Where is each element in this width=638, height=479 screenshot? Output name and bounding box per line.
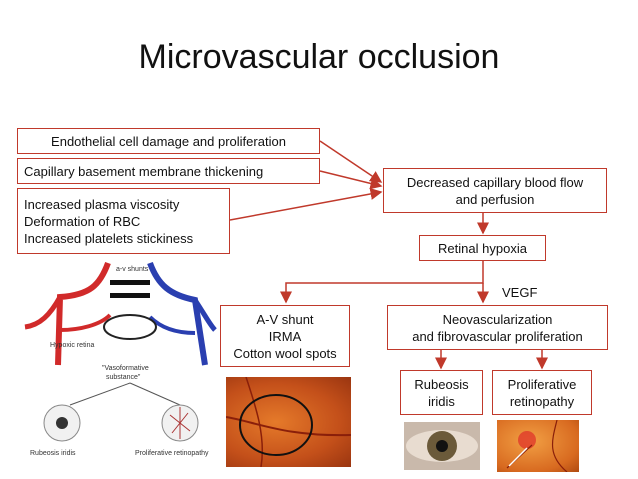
slide-title: Microvascular occlusion — [138, 38, 500, 76]
hypoxic-retina-label: Hypoxic retina — [50, 342, 94, 349]
cotton-wool-line: Cotton wool spots — [233, 345, 337, 361]
irma-line: IRMA — [268, 328, 302, 344]
av-shunt-line: A-V shunt — [256, 311, 314, 327]
retinal-hypoxia-box: Retinal hypoxia — [419, 235, 546, 261]
rubeosis-illustration-label: Rubeosis iridis — [30, 450, 76, 457]
arrow-membrane-to-flow — [319, 170, 383, 190]
arrow-hypoxia-to-av — [280, 261, 484, 304]
neovascularization-line-2: and fibrovascular proliferation — [412, 328, 583, 344]
proliferative-line-2: retinopathy — [509, 393, 575, 409]
proliferative-illustration-label: Proliferative retinopathy — [135, 450, 209, 457]
iris-photo — [404, 422, 480, 470]
retinopathy-photo-overlay — [506, 420, 568, 472]
rubeosis-line-2: iridis — [428, 393, 455, 409]
proliferative-box: Proliferative retinopathy — [492, 370, 592, 415]
av-shunt-box: A-V shunt IRMA Cotton wool spots — [220, 305, 350, 367]
platelet-stickiness-line: Increased platelets stickiness — [24, 230, 194, 246]
capillary-membrane-text: Capillary basement membrane thickening — [24, 163, 264, 179]
neovascularization-line-1: Neovascularization — [442, 311, 553, 327]
decreased-flow-line-1: Decreased capillary blood flow — [406, 174, 584, 190]
neovascularization-box: Neovascularization and fibrovascular pro… — [387, 305, 608, 350]
vasoformative-label-2: substance" — [106, 374, 141, 381]
iris-photo-overlay — [406, 430, 478, 462]
plasma-viscosity-line: Increased plasma viscosity — [24, 196, 180, 212]
plasma-viscosity-box: Increased plasma viscosity Deformation o… — [17, 188, 230, 254]
rubeosis-line-1: Rubeosis — [414, 376, 469, 392]
arrow-endothelial-to-flow — [319, 140, 383, 183]
vasoformative-label-1: "Vasoformative — [102, 365, 149, 372]
proliferative-line-1: Proliferative — [507, 376, 577, 392]
retinopathy-photo — [497, 420, 579, 472]
fundus-photo — [226, 377, 351, 467]
endothelial-damage-text: Endothelial cell damage and proliferatio… — [51, 133, 286, 149]
capillary-membrane-box: Capillary basement membrane thickening — [17, 158, 320, 184]
vegf-label: VEGF — [502, 285, 538, 300]
decreased-flow-line-2: and perfusion — [455, 191, 535, 207]
fundus-photo-overlay — [226, 377, 351, 467]
decreased-flow-box: Decreased capillary blood flow and perfu… — [383, 168, 607, 213]
vessel-illustration: a-v shunts Hypoxic retina "Vasoformative… — [24, 261, 217, 457]
rubeosis-box: Rubeosis iridis — [400, 370, 483, 415]
arrow-plasma-to-flow — [229, 188, 383, 221]
rbc-deformation-line: Deformation of RBC — [24, 213, 141, 229]
retinal-hypoxia-text: Retinal hypoxia — [438, 240, 527, 256]
endothelial-damage-box: Endothelial cell damage and proliferatio… — [17, 128, 320, 154]
av-shunts-label: a-v shunts — [116, 266, 149, 273]
